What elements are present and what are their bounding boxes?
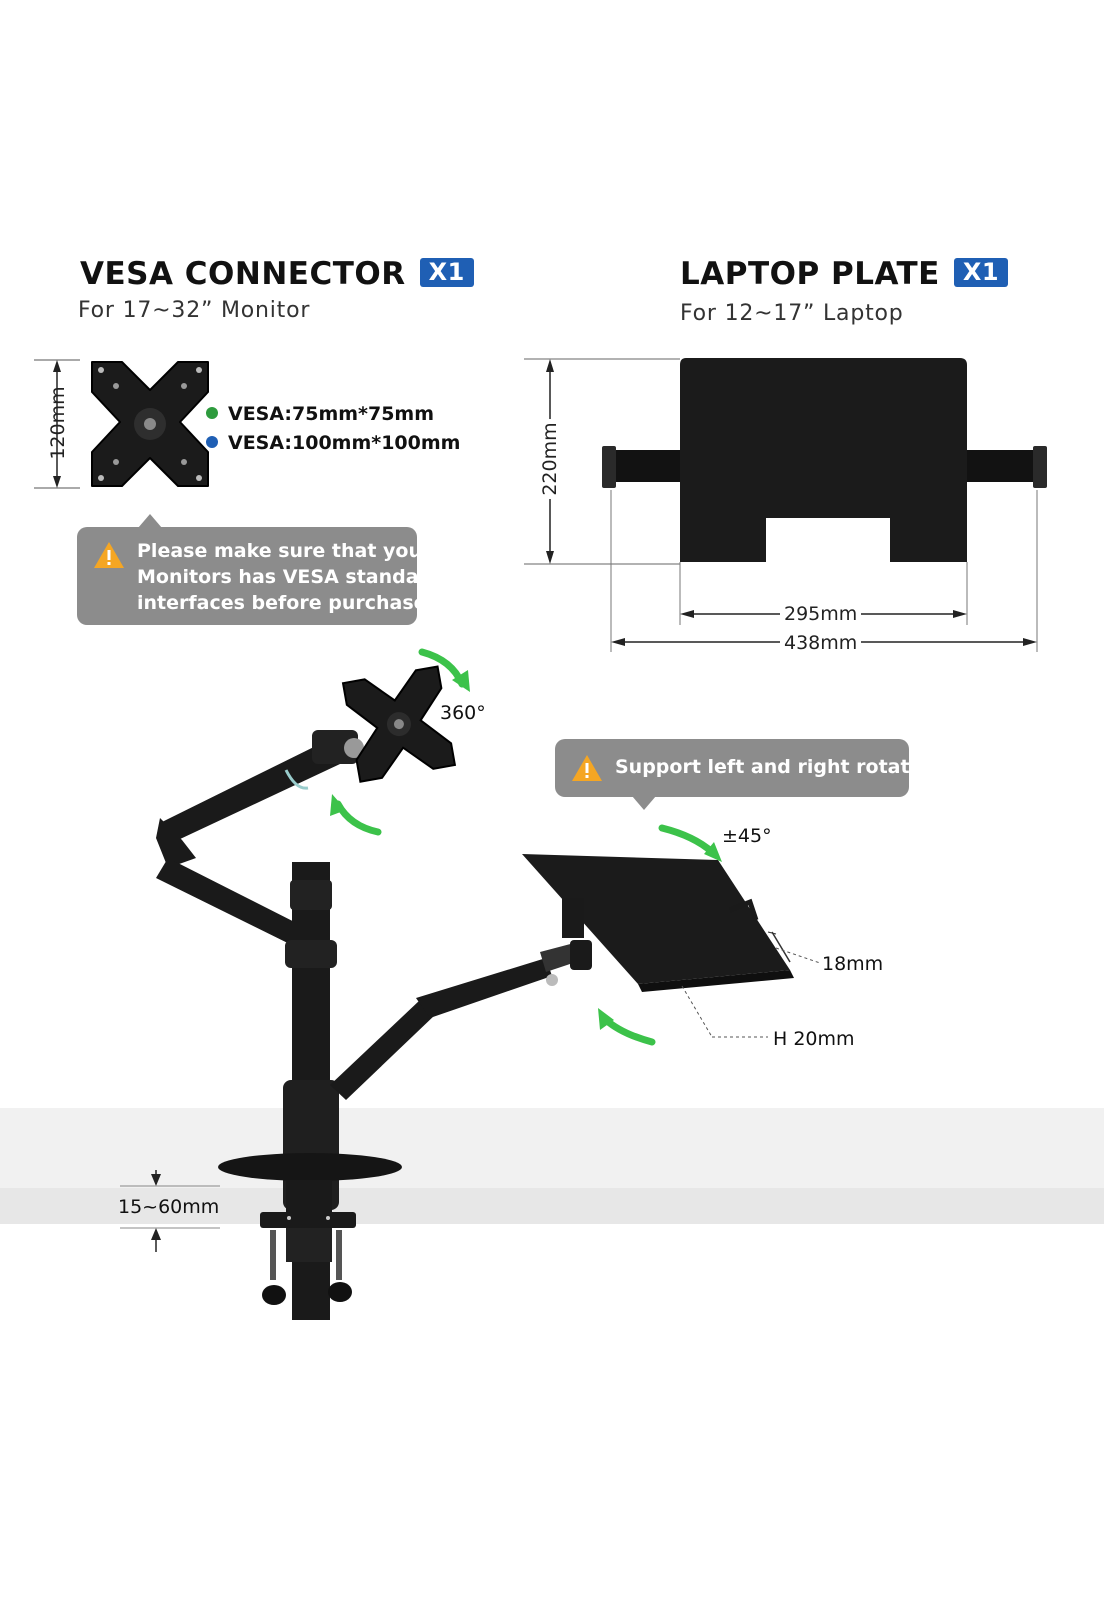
warning-icon (94, 542, 124, 568)
desk-mount-drawing (120, 648, 821, 1320)
laptop-height-dimension: 220mm (539, 419, 561, 499)
desk-top-surface (0, 1108, 1104, 1188)
desk-front-edge (0, 1188, 1104, 1224)
laptop-plate-drawing (524, 358, 1047, 652)
green-dot-icon (206, 406, 218, 419)
clamp-range-label: 15~60mm (118, 1196, 220, 1218)
vesa-height-dimension: 120mm (47, 386, 69, 460)
vesa-subtitle: For 17~32” Monitor (78, 298, 311, 323)
swivel-arrow-icon (598, 1008, 614, 1030)
vesa-title: VESA CONNECTOR X1 (80, 256, 474, 292)
laptop-plate-shape (680, 358, 967, 562)
lip-height-label: 18mm (822, 953, 884, 975)
rotation-angle-label: 360° (440, 702, 486, 724)
vesa-note: Please make sure that your Monitors has … (77, 527, 442, 625)
rotation-note: Support left and right rotation (555, 739, 943, 797)
laptop-title-text: LAPTOP PLATE (680, 256, 940, 292)
vesa-spec-75-label: VESA:75mm*75mm (228, 403, 435, 425)
blue-dot-icon (206, 435, 218, 448)
vesa-quantity-badge: X1 (419, 258, 474, 287)
laptop-quantity-badge: X1 (953, 258, 1009, 287)
tilt-angle-label: ±45° (722, 825, 772, 847)
vesa-note-line-3: interfaces before purchase . (137, 592, 441, 614)
laptop-outer-width-dimension: 438mm (780, 632, 862, 654)
rotation-note-text: Support left and right rotation (615, 756, 943, 778)
vesa-spec-100: VESA:100mm*100mm (206, 432, 460, 454)
rotation-note-pointer (632, 796, 656, 810)
vesa-note-line-2: Monitors has VESA standard (137, 566, 442, 588)
vesa-plate-drawing (34, 359, 209, 489)
laptop-tray-shape (522, 854, 790, 984)
laptop-title: LAPTOP PLATE X1 (680, 256, 1009, 292)
vesa-spec-100-label: VESA:100mm*100mm (228, 432, 461, 454)
vesa-note-pointer (138, 514, 162, 528)
warning-icon-2 (572, 755, 602, 781)
vesa-spec-75: VESA:75mm*75mm (206, 403, 434, 425)
tilt-arrow-icon (704, 842, 722, 862)
laptop-inner-width-dimension: 295mm (780, 603, 862, 625)
vesa-title-text: VESA CONNECTOR (80, 256, 406, 292)
vesa-note-line-1: Please make sure that your (137, 540, 432, 562)
laptop-subtitle: For 12~17” Laptop (680, 301, 904, 326)
tray-height-label: H 20mm (773, 1028, 855, 1050)
